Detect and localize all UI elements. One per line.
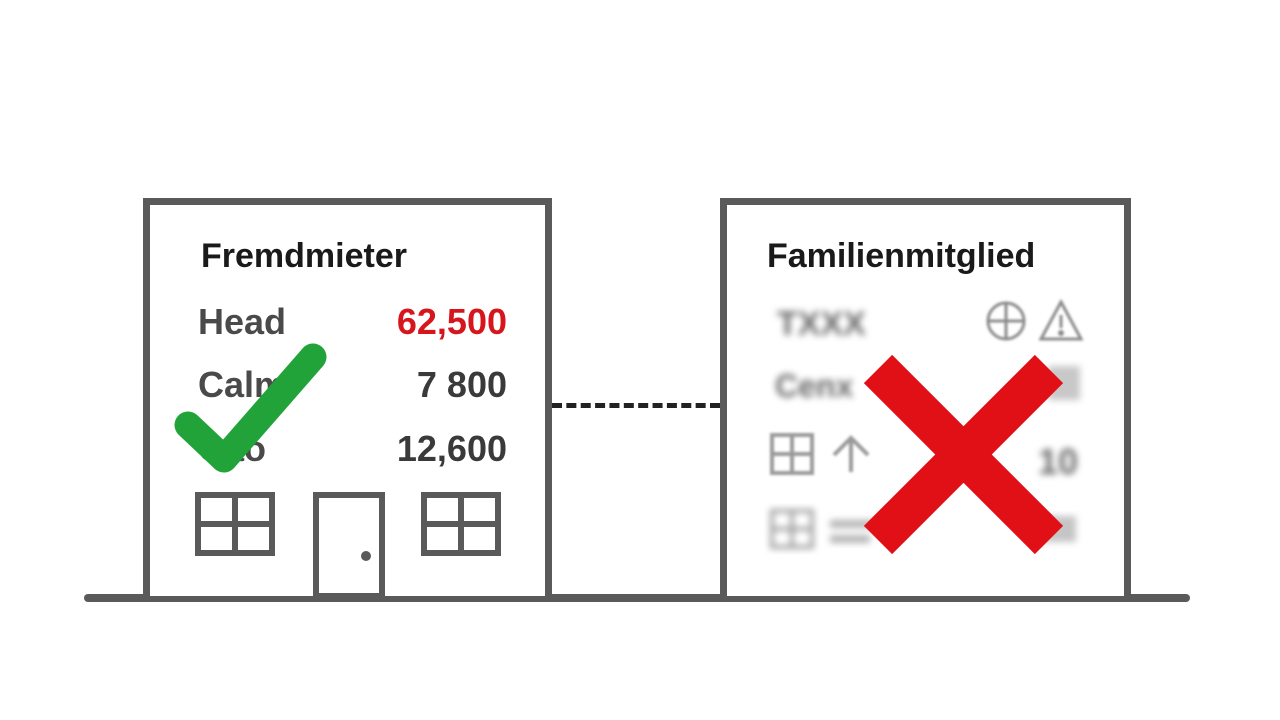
left-row-value: 12,600	[396, 428, 507, 469]
ground-line	[84, 594, 1190, 602]
blurred-row-value: 10	[1037, 441, 1078, 482]
left-row-value: 7 800	[416, 364, 507, 405]
window-icon	[770, 509, 814, 549]
window-icon	[770, 433, 814, 475]
left-row-value: 62,500	[396, 301, 507, 342]
right-title: Familienmitglied	[767, 237, 1036, 275]
arrow-icon	[832, 435, 870, 472]
door-icon	[313, 492, 385, 599]
warning-icon	[1038, 298, 1084, 341]
cross-icon	[863, 354, 1064, 555]
checkmark-icon	[174, 343, 327, 473]
blurred-row-label: Cenx	[775, 368, 854, 404]
window-icon	[195, 492, 275, 556]
blurred-row-label: TXXX	[777, 305, 866, 343]
window-icon	[421, 492, 501, 556]
globe-icon	[986, 301, 1026, 341]
dashed-connector	[552, 403, 720, 408]
left-title: Fremdmieter	[201, 237, 407, 275]
left-row-label: Head	[198, 301, 287, 342]
